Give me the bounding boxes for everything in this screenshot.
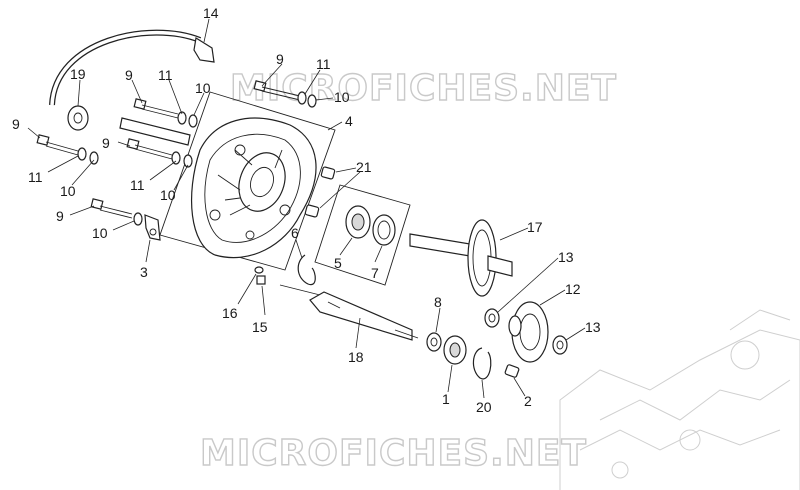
- callout-11: 11: [130, 177, 145, 193]
- callout-9: 9: [56, 208, 64, 224]
- callout-18: 18: [348, 349, 364, 365]
- part-21-dowels: [304, 166, 336, 218]
- bolt-d: [36, 134, 99, 165]
- callout-4: 4: [345, 113, 353, 129]
- part-4-cover: [191, 117, 317, 259]
- part-15-screw: [256, 275, 266, 285]
- part-7-seal: [372, 214, 396, 246]
- part-13-washers: [484, 308, 568, 355]
- callout-13: 13: [558, 249, 574, 265]
- callout-5: 5: [334, 255, 342, 271]
- callout-9: 9: [125, 67, 133, 83]
- part-3-bracket: [144, 214, 161, 241]
- part-12-gear: [508, 301, 549, 363]
- dowel-tube: [119, 117, 191, 146]
- group-frames: [159, 91, 411, 296]
- callout-10: 10: [60, 183, 76, 199]
- part-20-circlip: [472, 347, 492, 380]
- part-6-circlip: [297, 254, 316, 286]
- bolt-c: [126, 138, 193, 168]
- part-5-bearing: [345, 205, 371, 239]
- callout-8: 8: [434, 294, 442, 310]
- callout-20: 20: [476, 399, 492, 415]
- callout-14: 14: [203, 5, 219, 21]
- part-8-washer: [426, 332, 442, 352]
- part-14-hose: [49, 29, 215, 106]
- callout-labels: 14 19 9 11 10 9 11 10 4 9 9 11 10 11 10 …: [12, 5, 601, 415]
- callout-11: 11: [28, 169, 43, 185]
- bolt-b: [133, 98, 198, 128]
- callout-3: 3: [140, 264, 148, 280]
- callout-10: 10: [92, 225, 108, 241]
- part-17-gear-shaft: [409, 219, 513, 297]
- callout-12: 12: [565, 281, 581, 297]
- part-18-shaft: [309, 291, 419, 341]
- callout-11: 11: [158, 67, 173, 83]
- callout-19: 19: [70, 66, 86, 82]
- bolts: [36, 80, 317, 226]
- callout-9: 9: [102, 135, 110, 151]
- callout-6: 6: [291, 225, 299, 241]
- callout-7: 7: [371, 265, 379, 281]
- callout-21: 21: [356, 159, 372, 175]
- crankcase-ghost: [559, 309, 800, 490]
- part-1-bearing: [443, 335, 467, 365]
- callout-10: 10: [160, 187, 176, 203]
- callout-10: 10: [334, 89, 350, 105]
- leader-lines: [27, 18, 586, 399]
- part-2-pin: [504, 364, 520, 378]
- bolt-e: [90, 198, 143, 226]
- callout-15: 15: [252, 319, 268, 335]
- part-16-pin: [254, 266, 264, 274]
- callout-11: 11: [316, 56, 331, 72]
- watermark-top: MICROFICHES.NET: [230, 68, 617, 109]
- callout-16: 16: [222, 305, 238, 321]
- watermark-bottom: MICROFICHES.NET: [200, 433, 587, 474]
- callout-9: 9: [276, 51, 284, 67]
- part-19-grommet: [67, 105, 89, 131]
- callout-10: 10: [195, 80, 211, 96]
- callout-9: 9: [12, 116, 20, 132]
- callout-1: 1: [442, 391, 450, 407]
- callout-17: 17: [527, 219, 543, 235]
- callout-13: 13: [585, 319, 601, 335]
- bolt-a: [253, 80, 317, 108]
- callout-2: 2: [524, 393, 532, 409]
